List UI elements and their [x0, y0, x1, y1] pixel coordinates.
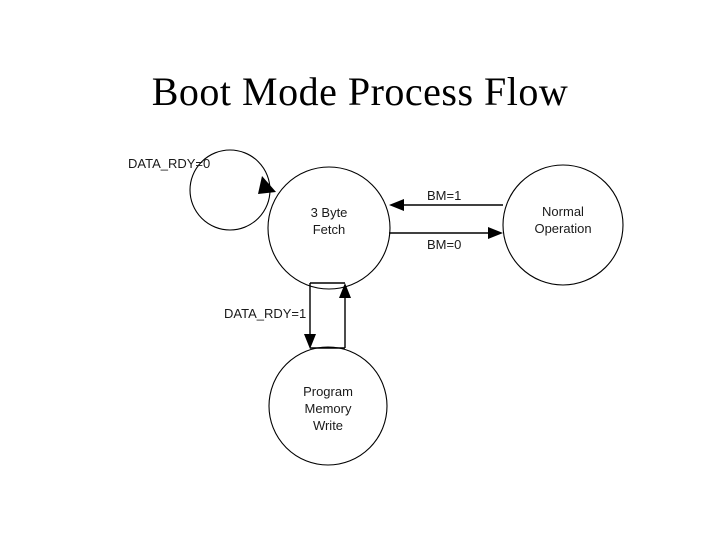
page-title: Boot Mode Process Flow	[151, 69, 569, 114]
edge-label-bm-1: BM=1	[427, 188, 461, 203]
edge-label-bm-0: BM=0	[427, 237, 461, 252]
state-label-three-byte-fetch-line2: Fetch	[313, 222, 346, 237]
edge-arrowhead-write-to-fetch	[339, 283, 351, 298]
transition-self-loop-data-rdy-0	[189, 149, 276, 231]
edge-arrowhead-bm-0	[488, 227, 503, 239]
transition-fetch-to-write-data-rdy-1	[304, 283, 316, 349]
state-label-three-byte-fetch-line1: 3 Byte	[311, 205, 348, 220]
edge-arrowhead-data-rdy-1	[304, 334, 316, 349]
state-label-normal-operation-line1: Normal	[542, 204, 584, 219]
state-program-memory-write[interactable]: Program Memory Write	[268, 346, 388, 466]
transition-write-to-fetch	[310, 282, 351, 349]
state-three-byte-fetch[interactable]: 3 Byte Fetch	[267, 166, 391, 290]
state-circle-program-memory-write[interactable]	[268, 346, 388, 466]
state-label-normal-operation-line2: Operation	[534, 221, 591, 236]
transition-fetch-to-normal-bm-0	[389, 227, 503, 239]
edge-label-data-rdy-1: DATA_RDY=1	[224, 306, 306, 321]
state-label-program-memory-write-line3: Write	[313, 418, 343, 433]
state-label-program-memory-write-line1: Program	[303, 384, 353, 399]
self-loop-arrowhead	[258, 176, 276, 194]
transition-normal-to-fetch-bm-1	[389, 199, 503, 211]
state-circle-normal-operation[interactable]	[502, 164, 624, 286]
state-normal-operation[interactable]: Normal Operation	[502, 164, 624, 286]
state-circle-three-byte-fetch[interactable]	[267, 166, 391, 290]
state-label-program-memory-write-line2: Memory	[305, 401, 352, 416]
edge-label-data-rdy-0: DATA_RDY=0	[128, 156, 210, 171]
edge-arrowhead-bm-1	[389, 199, 404, 211]
